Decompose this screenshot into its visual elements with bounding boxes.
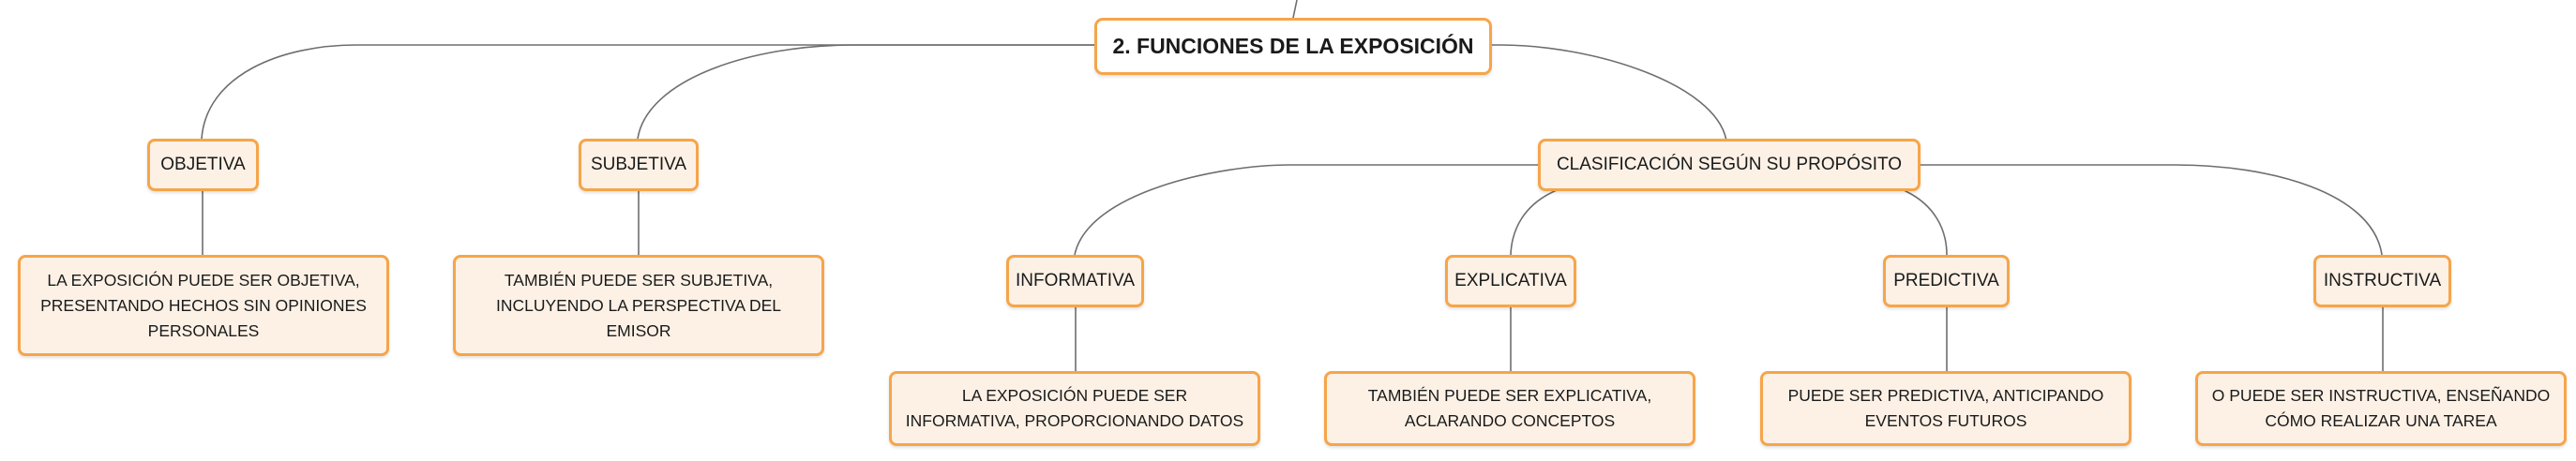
instructiva-detail-text: O PUEDE SER INSTRUCTIVA, ENSEÑANDO CÓMO … (2211, 386, 2551, 430)
informativa-label: INFORMATIVA (1015, 271, 1136, 290)
instructiva-label: INSTRUCTIVA (2323, 271, 2442, 290)
objetiva-node[interactable]: OBJETIVA (147, 139, 259, 191)
objetiva-detail-text: LA EXPOSICIÓN PUEDE SER OBJETIVA, PRESEN… (40, 270, 367, 340)
objetiva-detail-node[interactable]: LA EXPOSICIÓN PUEDE SER OBJETIVA, PRESEN… (18, 255, 389, 356)
predictiva-node[interactable]: PREDICTIVA (1883, 255, 2010, 307)
connector-root-clasificacion (1491, 44, 1727, 141)
explicativa-detail-node[interactable]: TAMBIÉN PUEDE SER EXPLICATIVA, ACLARANDO… (1324, 371, 1695, 446)
instructiva-detail-node[interactable]: O PUEDE SER INSTRUCTIVA, ENSEÑANDO CÓMO … (2195, 371, 2567, 446)
connector-clas-informativa (1074, 164, 1540, 256)
objetiva-label: OBJETIVA (160, 155, 246, 174)
explicativa-detail-text: TAMBIÉN PUEDE SER EXPLICATIVA, ACLARANDO… (1367, 386, 1652, 430)
connector-root-parent (1292, 0, 1298, 19)
clasificacion-label: CLASIFICACIÓN SEGÚN SU PROPÓSITO (1556, 155, 1903, 174)
predictiva-label: PREDICTIVA (1893, 271, 1999, 290)
connector-clas-explicativa (1510, 189, 1558, 256)
connector-root-objetiva (201, 44, 1094, 140)
instructiva-node[interactable]: INSTRUCTIVA (2313, 255, 2451, 307)
informativa-node[interactable]: INFORMATIVA (1006, 255, 1144, 307)
predictiva-detail-node[interactable]: PUEDE SER PREDICTIVA, ANTICIPANDO EVENTO… (1760, 371, 2132, 446)
explicativa-node[interactable]: EXPLICATIVA (1445, 255, 1576, 307)
subjetiva-label: SUBJETIVA (590, 155, 687, 174)
root-node[interactable]: 2. FUNCIONES DE LA EXPOSICIÓN (1094, 18, 1492, 75)
subjetiva-detail-node[interactable]: TAMBIÉN PUEDE SER SUBJETIVA, INCLUYENDO … (453, 255, 824, 356)
informativa-detail-node[interactable]: LA EXPOSICIÓN PUEDE SER INFORMATIVA, PRO… (889, 371, 1260, 446)
subjetiva-detail-text: TAMBIÉN PUEDE SER SUBJETIVA, INCLUYENDO … (495, 270, 782, 340)
explicativa-label: EXPLICATIVA (1454, 271, 1567, 290)
clasificacion-node[interactable]: CLASIFICACIÓN SEGÚN SU PROPÓSITO (1538, 139, 1921, 191)
connector-clas-predictiva (1903, 189, 1948, 256)
informativa-detail-text: LA EXPOSICIÓN PUEDE SER INFORMATIVA, PRO… (905, 386, 1244, 430)
root-node-label: 2. FUNCIONES DE LA EXPOSICIÓN (1112, 34, 1474, 58)
connector-root-subjetiva (637, 44, 1094, 140)
subjetiva-node[interactable]: SUBJETIVA (579, 139, 699, 191)
connector-clas-instructiva (1921, 164, 2383, 256)
predictiva-detail-text: PUEDE SER PREDICTIVA, ANTICIPANDO EVENTO… (1787, 386, 2104, 430)
